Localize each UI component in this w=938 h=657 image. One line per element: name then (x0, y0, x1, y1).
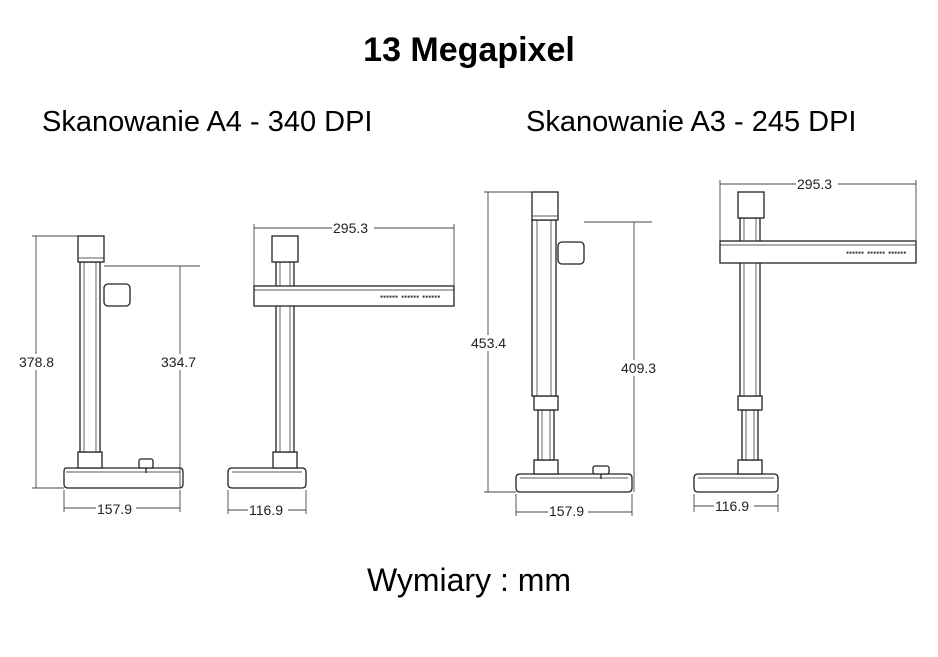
a3-side-base-width-label: 157.9 (549, 503, 584, 519)
a3-total-height-label: 453.4 (471, 335, 506, 351)
a3-front-view (693, 191, 917, 493)
subtitle-a3-scan: Skanowanie A3 - 245 DPI (526, 106, 857, 138)
subtitle-a4-scan: Skanowanie A4 - 340 DPI (42, 106, 373, 138)
a3-side-dimensions (484, 191, 652, 516)
a3-arm-width-label: 295.3 (797, 176, 832, 192)
a4-front-base-width-label: 116.9 (249, 502, 283, 518)
a3-arm-height-label: 409.3 (621, 360, 656, 376)
units-note: Wymiary : mm (366, 562, 572, 598)
a4-arm-width-label: 295.3 (333, 220, 368, 236)
a4-arm-markings: ▪▪▪▪▪▪ ▪▪▪▪▪▪ ▪▪▪▪▪▪ (380, 294, 440, 300)
page-title: 13 Megapixel (363, 31, 575, 69)
a3-front-dimensions (693, 180, 917, 512)
a4-side-view (63, 235, 184, 489)
a4-total-height-label: 378.8 (19, 354, 54, 370)
a4-front-view (227, 235, 455, 489)
a3-front-base-width-label: 116.9 (715, 498, 749, 514)
a4-side-base-width-label: 157.9 (97, 501, 132, 517)
a4-arm-height-label: 334.7 (161, 354, 196, 370)
a3-arm-markings: ▪▪▪▪▪▪ ▪▪▪▪▪▪ ▪▪▪▪▪▪ (846, 250, 906, 256)
a3-side-view (515, 191, 633, 493)
